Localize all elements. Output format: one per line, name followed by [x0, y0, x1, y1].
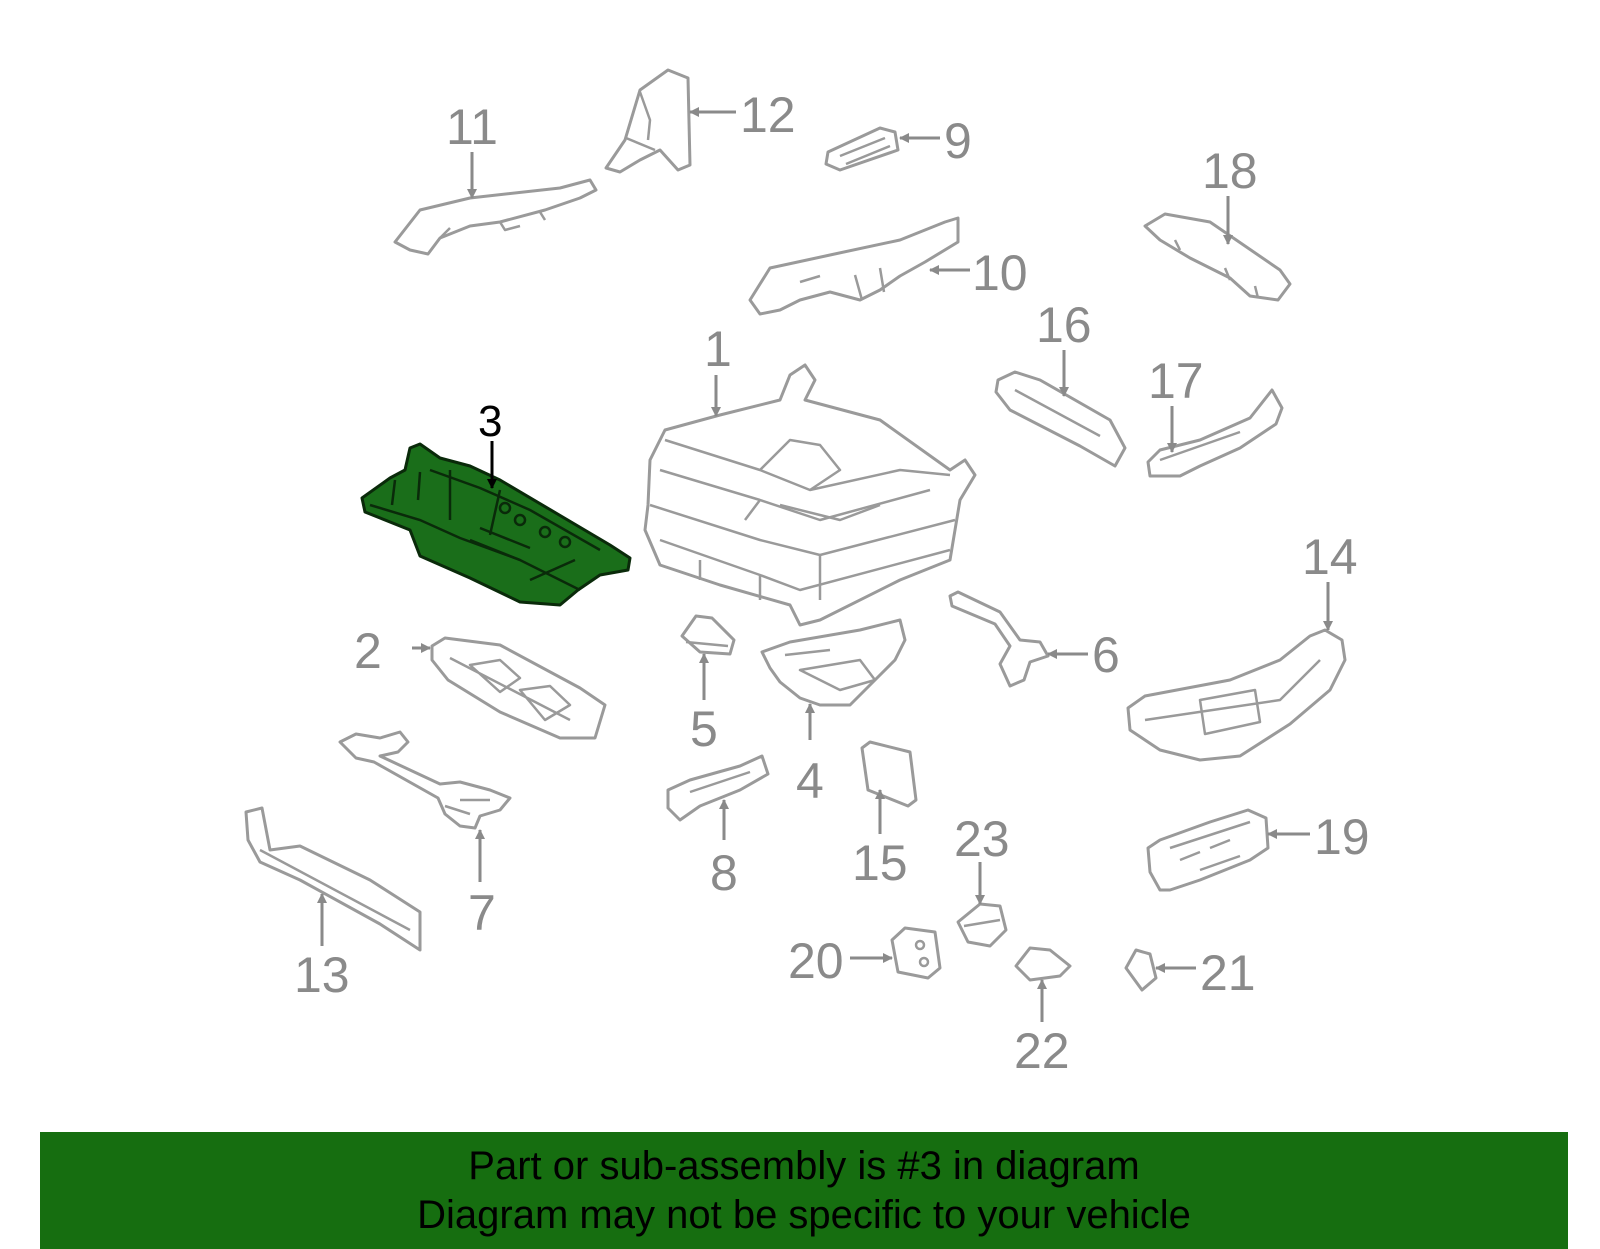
- part-13-shape[interactable]: [244, 806, 422, 952]
- part-9-shape[interactable]: [824, 126, 900, 172]
- callout-14: 14: [1302, 529, 1358, 585]
- banner-line-2: Diagram may not be specific to your vehi…: [417, 1193, 1191, 1237]
- callout-3: 3: [478, 397, 502, 446]
- callout-5: 5: [690, 701, 718, 757]
- part-7-shape[interactable]: [338, 730, 512, 830]
- callout-23: 23: [954, 811, 1010, 867]
- banner-line-1: Part or sub-assembly is #3 in diagram: [468, 1144, 1140, 1188]
- callout-17: 17: [1148, 353, 1204, 409]
- part-21-shape[interactable]: [1124, 948, 1158, 992]
- callout-6: 6: [1092, 627, 1120, 683]
- callout-12: 12: [740, 87, 796, 143]
- part-5-shape[interactable]: [680, 614, 736, 656]
- part-12-shape[interactable]: [604, 68, 692, 174]
- callout-13: 13: [294, 947, 350, 1003]
- part-18-shape[interactable]: [1143, 212, 1292, 302]
- callout-arrows: [317, 107, 1333, 1022]
- part-15-shape[interactable]: [860, 740, 918, 808]
- callout-16: 16: [1036, 297, 1092, 353]
- part-23-shape[interactable]: [956, 902, 1008, 948]
- part-1-shape[interactable]: [643, 363, 977, 627]
- callout-15: 15: [852, 835, 908, 891]
- parts-diagram: 1 2 3 4 5 6 7 8 9 10 11 12 13 14 15 16 1…: [244, 68, 1370, 1079]
- part-22-shape[interactable]: [1014, 946, 1072, 982]
- part-17-shape[interactable]: [1146, 388, 1284, 478]
- part-20-shape[interactable]: [890, 926, 942, 980]
- part-3-shape[interactable]: [360, 442, 632, 607]
- callout-11: 11: [446, 99, 498, 155]
- part-19-shape[interactable]: [1146, 808, 1270, 892]
- callout-7: 7: [468, 885, 496, 941]
- part-16-shape[interactable]: [994, 370, 1127, 468]
- callout-1: 1: [704, 321, 732, 377]
- part-2-shape[interactable]: [430, 636, 607, 740]
- callout-18: 18: [1202, 143, 1258, 199]
- part-4-shape[interactable]: [760, 618, 907, 707]
- callout-8: 8: [710, 845, 738, 901]
- callout-10: 10: [972, 245, 1028, 301]
- callout-20: 20: [788, 933, 844, 989]
- callout-4: 4: [796, 753, 824, 809]
- info-banner: Part or sub-assembly is #3 in diagram Di…: [40, 1132, 1568, 1249]
- callout-22: 22: [1014, 1023, 1070, 1079]
- part-6-shape[interactable]: [948, 590, 1050, 688]
- part-11-shape[interactable]: [393, 178, 598, 256]
- part-14-shape[interactable]: [1126, 628, 1347, 762]
- part-8-shape[interactable]: [666, 754, 770, 822]
- callout-9: 9: [944, 113, 972, 169]
- callout-2: 2: [354, 623, 382, 679]
- callout-21: 21: [1200, 945, 1256, 1001]
- callout-19: 19: [1314, 809, 1370, 865]
- part-10-shape[interactable]: [748, 216, 960, 316]
